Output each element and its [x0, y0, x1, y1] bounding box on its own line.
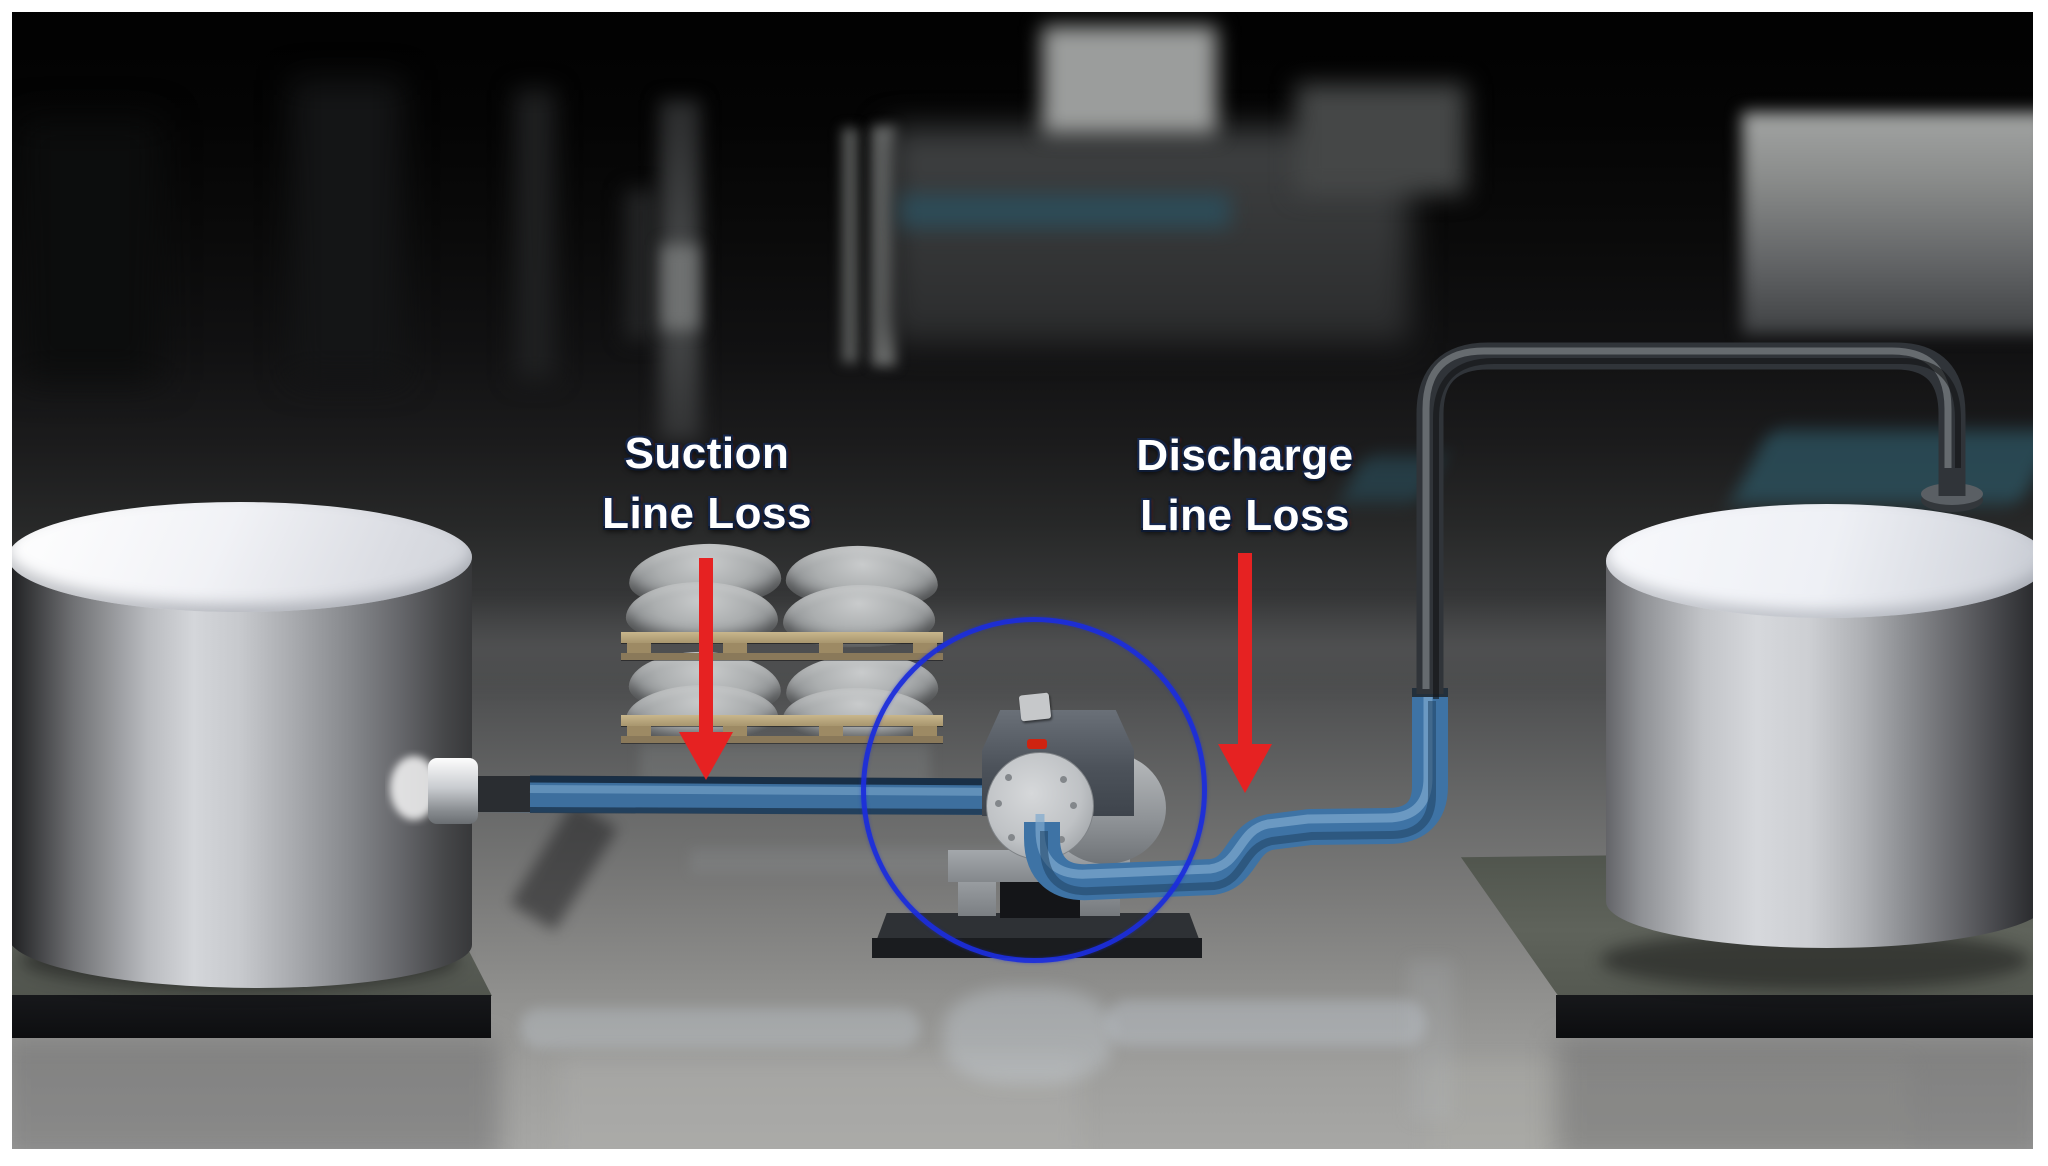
pallet-bottom-board	[621, 736, 943, 743]
nozzle-glow	[390, 756, 438, 820]
suction-line-loss-label: Suction Line Loss	[540, 424, 874, 544]
right-tank-top	[1606, 504, 2048, 618]
pallet-bottom-board	[621, 653, 943, 660]
tank-nozzle	[428, 758, 478, 824]
discharge-pipe-metal-highlight	[1422, 347, 1952, 689]
suction-arrow-icon	[679, 558, 733, 780]
right-tank-body	[1606, 560, 2048, 948]
pallet-top-board	[621, 632, 943, 643]
discharge-label-line2: Line Loss	[1140, 491, 1350, 540]
discharge-line-loss-label: Discharge Line Loss	[1058, 426, 1432, 546]
pallet-blocks	[621, 643, 943, 653]
pump-highlight-circle-icon	[861, 617, 1207, 963]
wooden-pallet	[621, 632, 943, 660]
right-tank-pad-front	[1556, 995, 2048, 1038]
left-tank-pad-front	[0, 995, 491, 1038]
discharge-label-line1: Discharge	[1136, 431, 1354, 480]
suction-label-line1: Suction	[624, 429, 790, 478]
suction-label-line2: Line Loss	[602, 489, 812, 538]
discharge-arrow-icon	[1218, 553, 1272, 793]
pallet-top-board	[621, 715, 943, 726]
discharge-pipe-metal-dark-edge	[1433, 358, 1961, 699]
left-tank-top	[8, 502, 472, 612]
